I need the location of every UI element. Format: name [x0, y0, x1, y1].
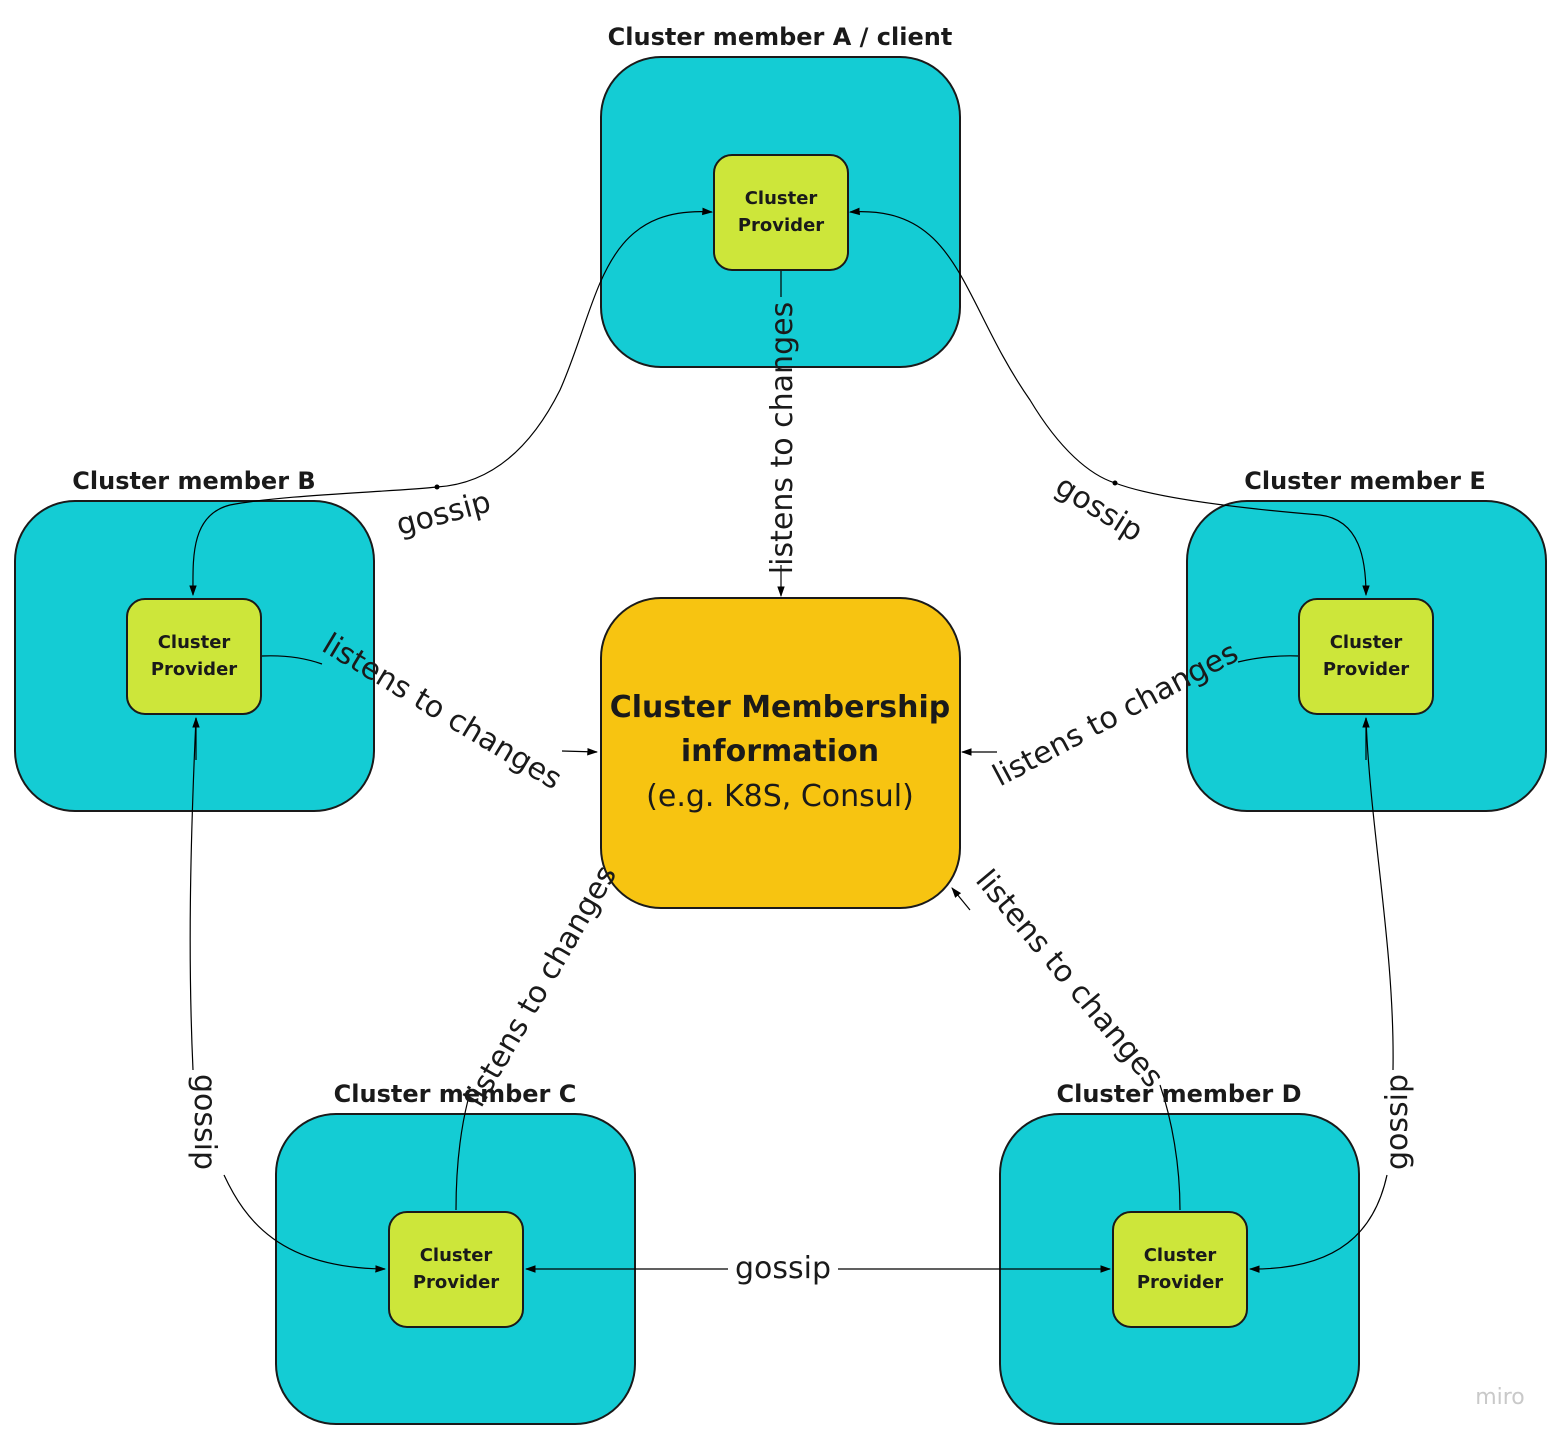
member-c-title: Cluster member C	[334, 1080, 577, 1108]
edge-gossip-bc-2	[223, 1174, 387, 1273]
provider-c-line2: Provider	[413, 1272, 499, 1293]
provider-a-line2: Provider	[738, 215, 824, 236]
label-gossip-bc: gossip	[187, 1074, 222, 1170]
provider-d-line1: Cluster	[1144, 1245, 1217, 1266]
edge-gossip-bc	[189, 717, 197, 1071]
provider-c-line1: Cluster	[420, 1245, 493, 1266]
edge-listen-c	[455, 1099, 469, 1211]
edge-gossip-ab-dot	[434, 484, 440, 490]
edge-listen-b	[261, 655, 323, 665]
provider-b[interactable]	[126, 598, 262, 715]
edge-gossip-de-2	[1248, 1174, 1388, 1273]
edge-gossip-ae	[848, 207, 1370, 597]
member-e-title: Cluster member E	[1244, 467, 1486, 495]
edge-listen-e	[1237, 655, 1300, 663]
central-title-line1: Cluster Membership	[610, 690, 951, 725]
label-listen-a: listens to changes	[765, 302, 800, 574]
member-b-title: Cluster member B	[72, 467, 315, 495]
central-title-line2: information	[681, 734, 879, 769]
provider-a-line1: Cluster	[745, 188, 818, 209]
edge-listen-d-arrow	[951, 887, 971, 911]
provider-c[interactable]	[388, 1211, 524, 1328]
edge-listen-d	[1159, 1084, 1181, 1211]
edge-gossip-de	[1365, 717, 1394, 1071]
member-a-title: Cluster member A / client	[608, 23, 953, 51]
label-listen-c: listens to changes	[458, 860, 625, 1113]
member-d-title: Cluster member D	[1056, 1080, 1301, 1108]
edge-gossip-ab	[189, 207, 714, 597]
edge-listen-b-arrow	[561, 747, 599, 756]
edge-gossip-ae-dot	[1112, 480, 1118, 486]
membership-info-box[interactable]	[600, 597, 961, 909]
label-gossip-de: gossip	[1380, 1074, 1415, 1170]
label-gossip-ab: gossip	[393, 484, 495, 543]
provider-e-line1: Cluster	[1330, 632, 1403, 653]
provider-b-line2: Provider	[151, 659, 237, 680]
provider-b-line1: Cluster	[158, 632, 231, 653]
provider-d[interactable]	[1112, 1211, 1248, 1328]
label-gossip-cd: gossip	[735, 1251, 831, 1286]
label-gossip-ae: gossip	[1049, 469, 1149, 550]
provider-e-line2: Provider	[1323, 659, 1409, 680]
provider-e[interactable]	[1298, 598, 1434, 715]
provider-d-line2: Provider	[1137, 1272, 1223, 1293]
label-listen-d: listens to changes	[968, 863, 1170, 1094]
miro-watermark: miro	[1475, 1385, 1525, 1410]
provider-a[interactable]	[713, 154, 849, 271]
central-subtitle: (e.g. K8S, Consul)	[646, 779, 914, 814]
